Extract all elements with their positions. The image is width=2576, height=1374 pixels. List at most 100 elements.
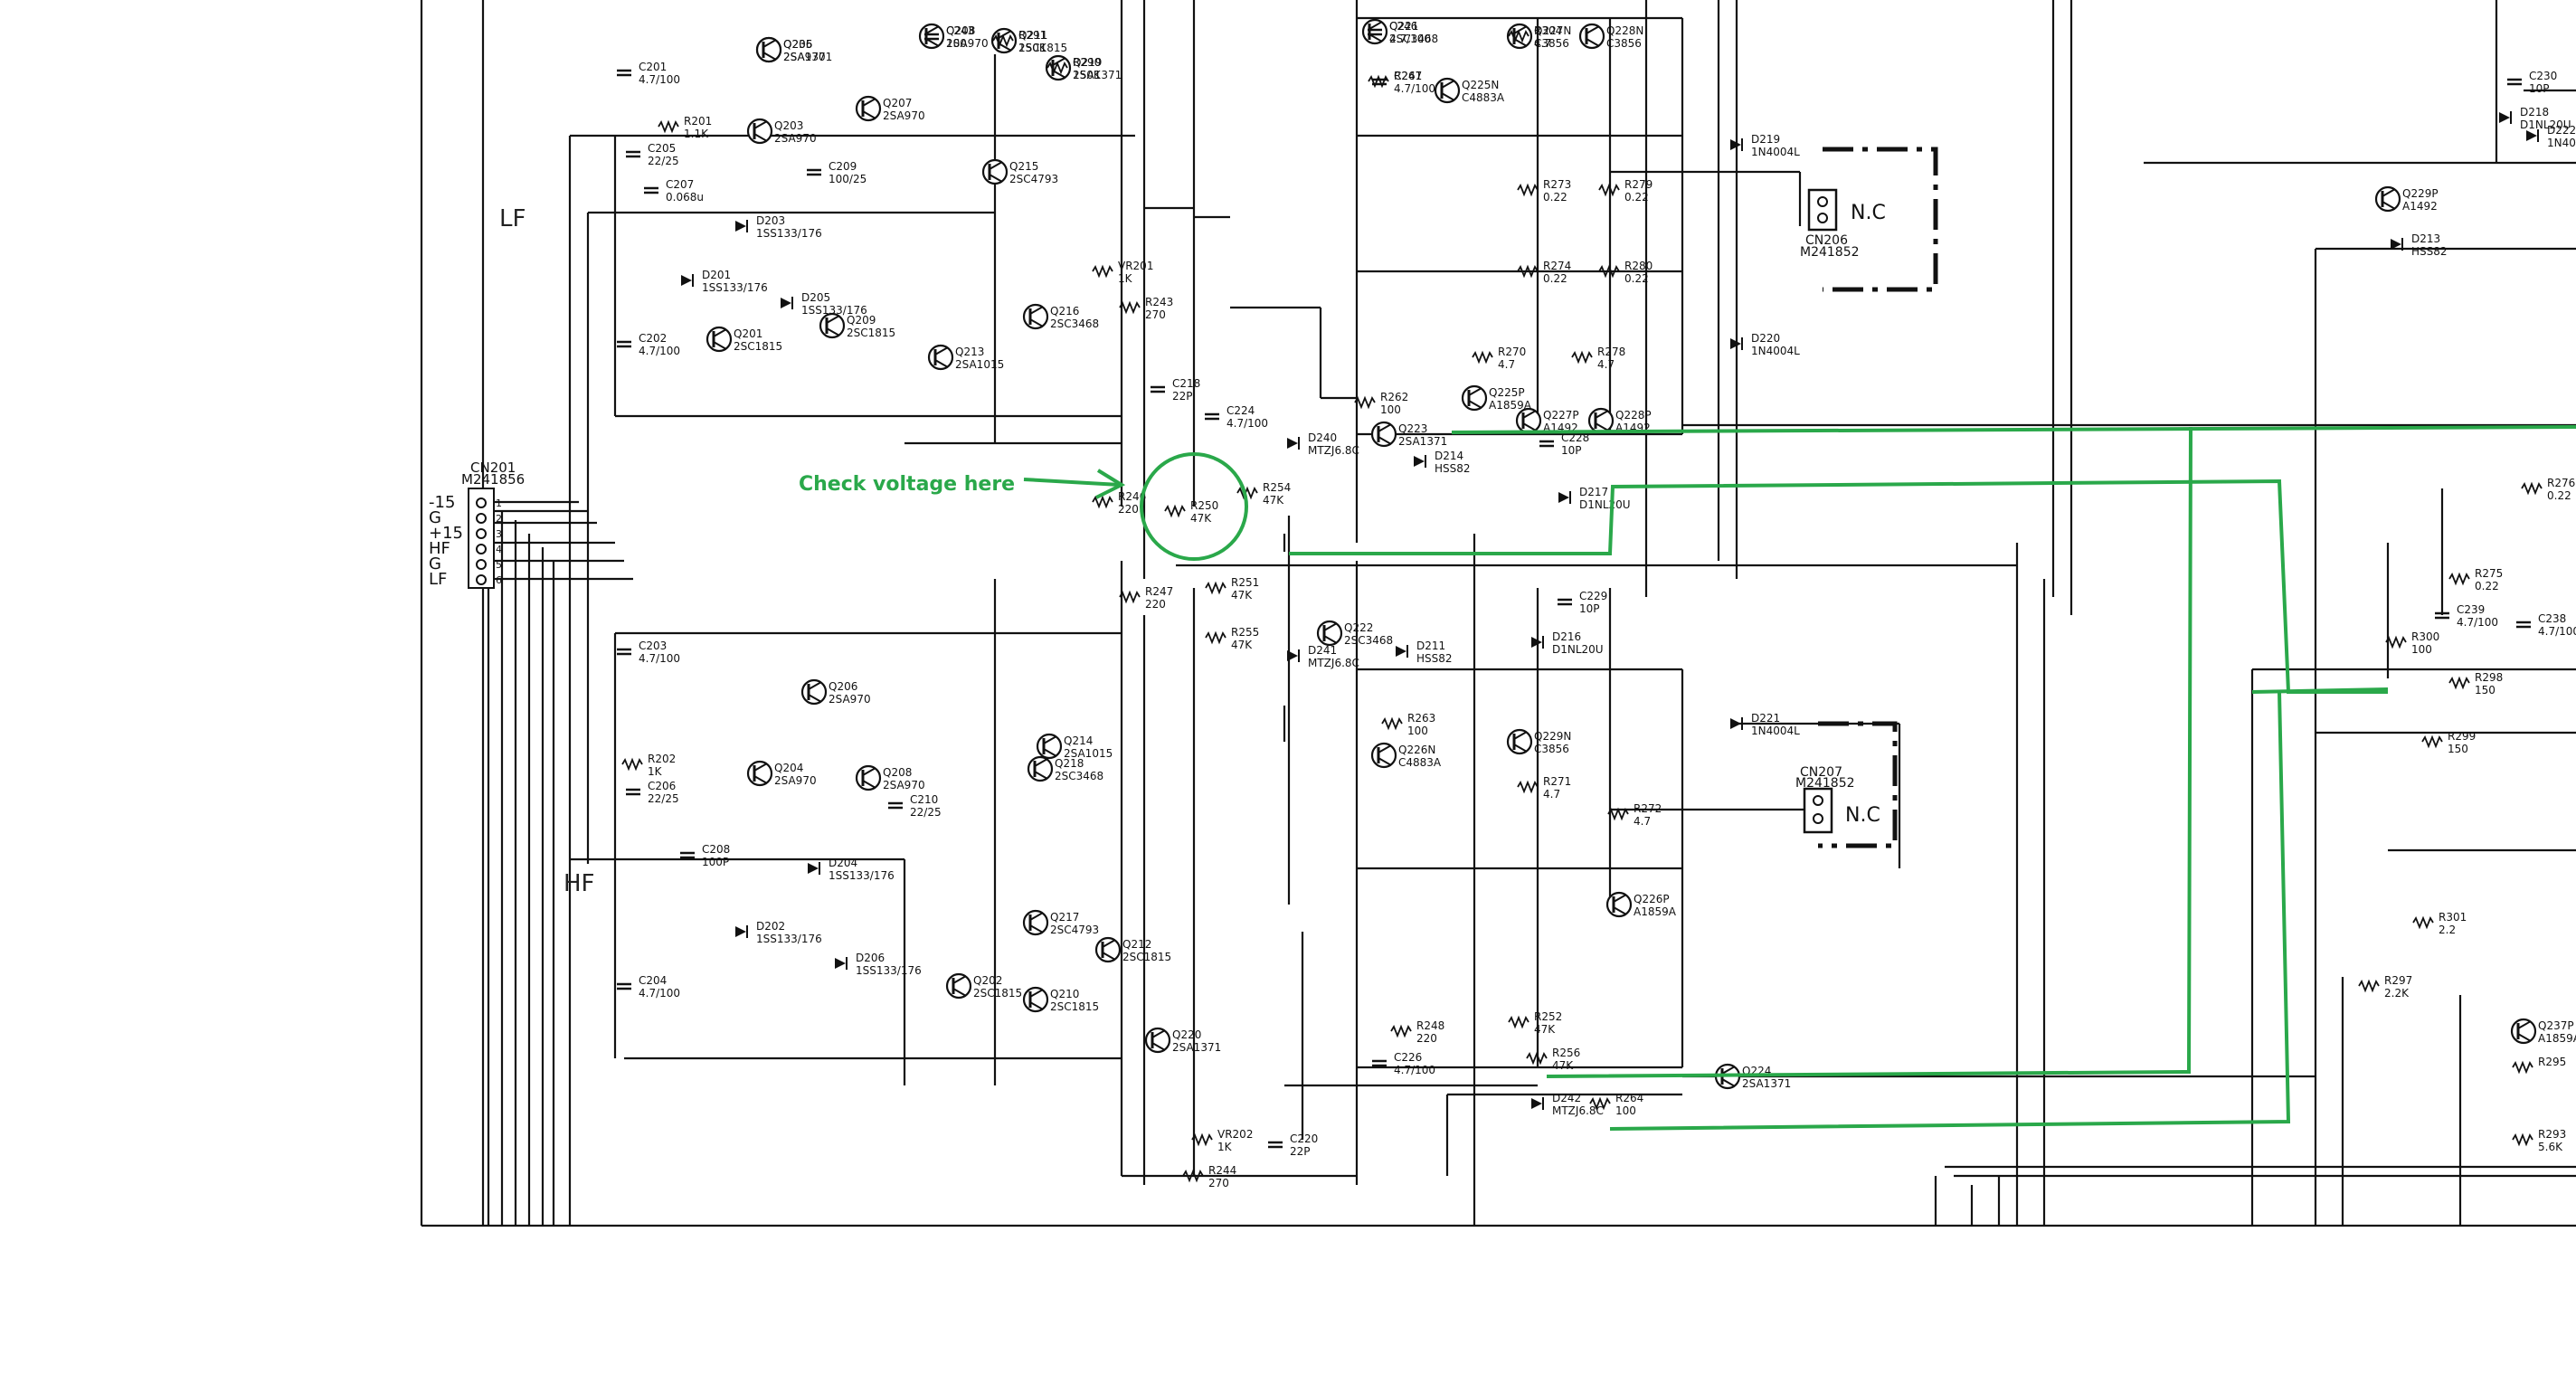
component-ref: C230 — [2529, 70, 2557, 82]
component-value: 1N4004L — [1751, 725, 1800, 737]
component-ref: R201 — [684, 115, 712, 128]
cn206-status: N.C — [1851, 202, 1886, 224]
test-point-circle — [1140, 452, 1248, 561]
component-value: 2SA1371 — [1398, 435, 1447, 448]
component-value: 4.7 — [1597, 358, 1615, 371]
component-ref: R295 — [2538, 1056, 2566, 1068]
component-value: HSS82 — [2411, 245, 2448, 258]
component-ref: D220 — [1751, 332, 1780, 345]
cn201-pin-number: 2 — [496, 513, 502, 525]
component-value: 5.6K — [2538, 1141, 2563, 1153]
component-value: 2SA970 — [774, 774, 817, 787]
component-value: 47K — [1263, 494, 1284, 507]
component-value: C4883A — [1462, 91, 1505, 104]
component-value: 4.7 — [1534, 37, 1551, 50]
voltage-annotation — [1023, 425, 2576, 1131]
component-value: 10P — [2529, 82, 2550, 95]
component-ref: C226 — [1394, 1051, 1422, 1064]
component-value: 4.7/100 — [639, 987, 680, 1000]
component-value: 270 — [1208, 1177, 1229, 1189]
component-ref: D214 — [1435, 450, 1463, 462]
component-ref: Q219 — [1073, 56, 1102, 69]
component-value: 2SA1371 — [1172, 1041, 1221, 1054]
component-ref: R262 — [1380, 391, 1408, 403]
component-d222: D2221N4004L — [2526, 124, 2576, 149]
component-ref: R248 — [1416, 1019, 1444, 1032]
component-ref: Q221 — [1389, 20, 1418, 33]
component-value: 2SC1815 — [1050, 1000, 1099, 1013]
cn201-pin-label: +15 — [429, 524, 463, 543]
component-ref: R261 — [1394, 70, 1422, 82]
component-ref: Q237P — [2538, 1019, 2574, 1032]
component-ref: R280 — [1624, 260, 1653, 272]
component-value: A1859A — [1634, 905, 1677, 918]
component-value: 1SS133/176 — [801, 304, 867, 317]
cn201-pin-label: HF — [429, 539, 450, 558]
component-ref: Q209 — [847, 314, 876, 327]
cn201-pin — [476, 574, 487, 585]
component-value: 0.22 — [1543, 191, 1567, 204]
component-ref: Q225P — [1489, 386, 1525, 399]
component-ref: Q227N — [1534, 24, 1571, 37]
component-value: 4.7/100 — [639, 73, 680, 86]
component-ref: D211 — [1416, 640, 1445, 652]
component-value: HSS82 — [1435, 462, 1471, 475]
component-value: MTZJ6.8C — [1308, 657, 1359, 669]
component-ref: C239 — [2457, 603, 2485, 616]
component-ref: D221 — [1751, 712, 1780, 725]
component-ref: R250 — [1190, 499, 1218, 512]
component-ref: Q203 — [774, 119, 803, 132]
component-value: 2SC4793 — [1050, 924, 1099, 936]
component-ref: VR202 — [1217, 1128, 1253, 1141]
component-value: 4.7/100 — [639, 345, 680, 357]
connector-cn206: N.C CN206 M241852 — [1800, 147, 1938, 292]
cn201-pin-label: LF — [429, 570, 447, 589]
component-value: C4883A — [1398, 756, 1442, 769]
cn201-pin — [476, 544, 487, 554]
component-value: 2SC1815 — [847, 327, 895, 339]
circuit-wiring — [420, 0, 2576, 1227]
component-ref: R256 — [1552, 1047, 1580, 1059]
component-ref: C228 — [1561, 431, 1589, 444]
component-ref: Q228N — [1606, 24, 1643, 37]
cn201-pin — [476, 497, 487, 508]
component-value: A1859A — [2538, 1032, 2576, 1045]
component-value: 1N4004L — [1751, 345, 1800, 357]
component-ref: D218 — [2520, 106, 2549, 118]
component-ref: R300 — [2411, 630, 2439, 643]
component-value: 2SC1815 — [734, 340, 782, 353]
component-value: 100P — [702, 856, 729, 868]
